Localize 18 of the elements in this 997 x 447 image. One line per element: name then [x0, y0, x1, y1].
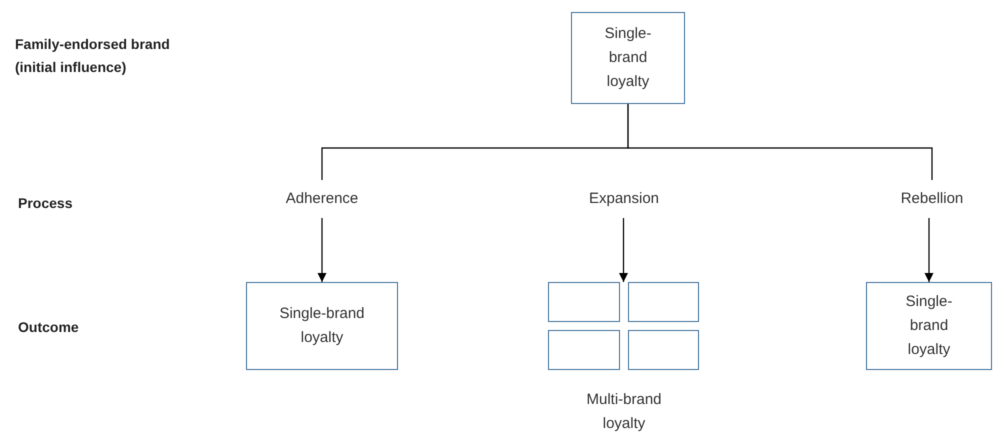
outcome-caption: Multi-brand loyalty [585, 390, 663, 434]
process-label: Rebellion [872, 180, 992, 218]
row-label: Process [18, 194, 72, 213]
loyalty-box: Single-brand loyalty [246, 282, 398, 370]
empty-box [548, 330, 620, 370]
arrow [924, 218, 934, 282]
loyalty-box: Single-brand loyalty [571, 12, 685, 104]
empty-box [548, 282, 620, 322]
arrow [619, 218, 628, 282]
loyalty-box: Single-brand loyalty [866, 282, 992, 370]
empty-box [628, 330, 699, 370]
arrow [318, 218, 326, 282]
row-label: Family-endorsed brand (initial influence) [15, 35, 171, 77]
empty-box [628, 282, 699, 322]
row-label: Outcome [18, 318, 79, 337]
process-label: Adherence [262, 180, 382, 218]
connector-line [627, 104, 933, 180]
process-label: Expansion [564, 180, 684, 218]
